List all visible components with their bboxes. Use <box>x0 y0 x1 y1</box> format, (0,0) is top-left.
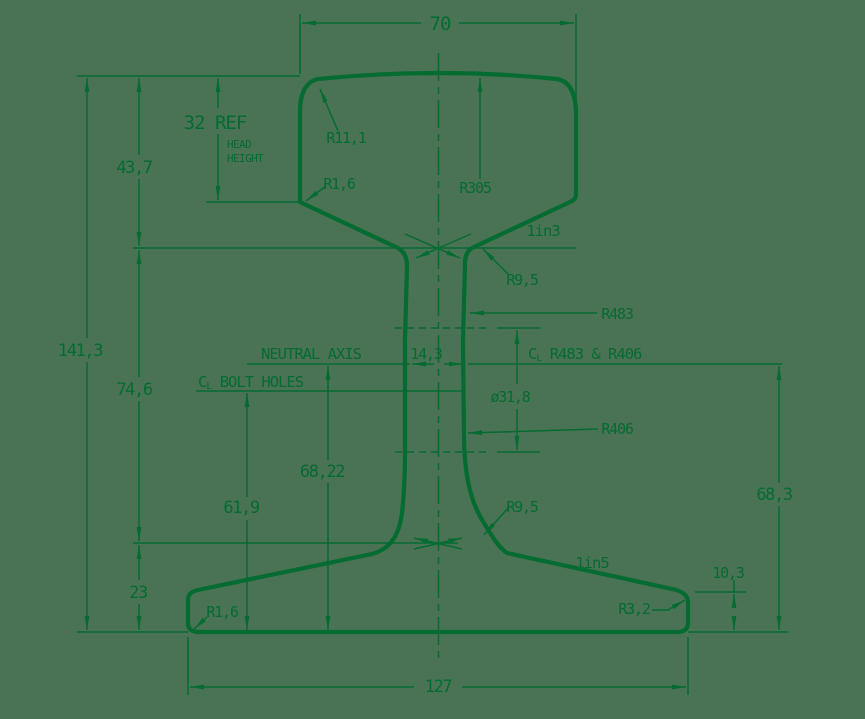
cl-radii-label: CL R483 & R406 <box>528 345 642 364</box>
height-word-label: HEIGHT <box>227 152 264 165</box>
web-upper-radius-label: R483 <box>601 305 632 323</box>
web-thickness-dim-label: 14,3 <box>410 345 441 363</box>
cl-radii-label-sub: L <box>536 353 542 364</box>
cl-bolt-holes-label-rest: BOLT HOLES <box>211 373 303 391</box>
web-lower-radius-leader <box>467 428 599 435</box>
base-toe-dim-label: 23 <box>129 583 147 603</box>
bolt-hole-dia-label: ø31,8 <box>490 388 530 406</box>
cl-bolt-holes-label-c: C <box>198 373 207 391</box>
head-top-corner-radius-leader <box>319 88 339 132</box>
head-top-corner-radius-label: R11,1 <box>326 129 366 147</box>
mid-height-dim-label: 74,6 <box>116 380 153 400</box>
cl-bolt-holes-label: CL BOLT HOLES <box>198 373 304 392</box>
rail-profile-outline <box>185 70 691 635</box>
head-word-label: HEAD <box>227 138 251 151</box>
base-corner-radius-label: R3,2 <box>618 600 649 618</box>
head-underside-slope-label: 1in3 <box>526 222 560 240</box>
bolt-cl-height-dim-label: 61,9 <box>223 498 260 518</box>
web-lower-radius-label: R406 <box>601 420 633 438</box>
cl-bolt-holes-label-sub: L <box>206 381 212 392</box>
head-lower-corner-radius-label: R1,6 <box>323 175 355 193</box>
base-toe-corner-radius-leader <box>193 616 208 630</box>
web-upper-fillet-leader <box>482 248 510 276</box>
base-toe-corner-radius-label: R1,6 <box>206 603 238 621</box>
total-height-dim-label: 141,3 <box>58 341 102 361</box>
cl-radii-label-c: C <box>528 345 537 363</box>
base-top-slope-label: 1in5 <box>575 554 609 572</box>
head-height-ref-label: 32 REF <box>184 112 247 134</box>
neutral-axis-label: NEUTRAL AXIS <box>261 345 362 363</box>
head-slope-extension-left <box>404 233 461 259</box>
head-width-dim-label: 70 <box>430 13 451 35</box>
head-depth-dim-label: 43,7 <box>116 158 152 178</box>
web-upper-fillet-label: R9,5 <box>506 271 537 289</box>
web-lower-fillet-label: R9,5 <box>506 498 537 516</box>
head-slope-extension-right <box>415 233 472 259</box>
cl-radii-label-rest: R483 & R406 <box>541 345 642 363</box>
base-width-dim-label: 127 <box>425 677 452 697</box>
neutral-axis-height-dim-label: 68,22 <box>300 462 344 482</box>
base-slope-extension-right <box>413 537 463 550</box>
web-lower-fillet-leader <box>483 506 510 536</box>
base-corner-radius-leader <box>652 599 686 611</box>
base-edge-dim-label: 10,3 <box>712 564 743 582</box>
right-height-dim-label: 68,3 <box>756 485 792 505</box>
head-lower-corner-radius-leader <box>305 185 327 202</box>
crown-radius-label: R305 <box>459 179 490 197</box>
